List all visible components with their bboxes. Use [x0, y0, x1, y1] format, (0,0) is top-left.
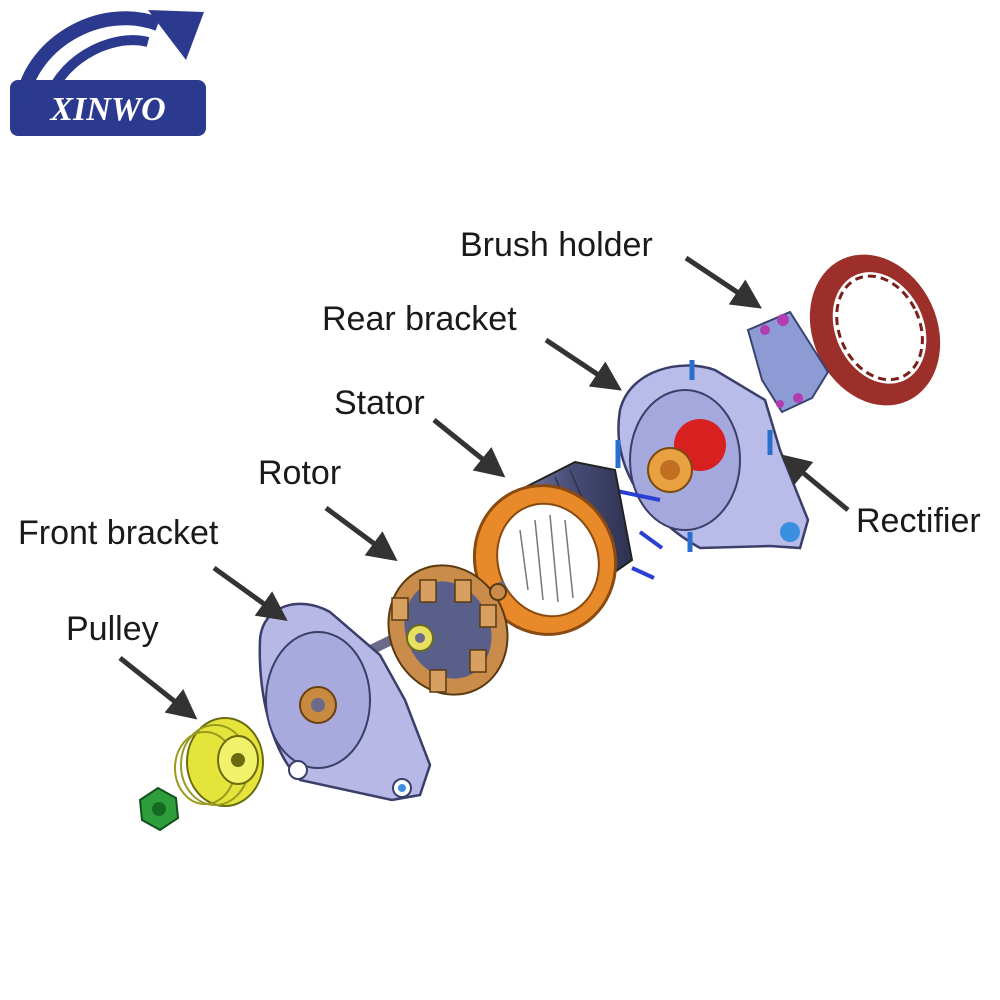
arrow-stator [432, 418, 506, 478]
arrow-brush-holder [684, 255, 762, 309]
rear-bracket [611, 360, 810, 580]
label-pulley: Pulley [66, 610, 159, 648]
front-bracket [258, 602, 432, 802]
stator [472, 460, 634, 636]
pulley [174, 717, 264, 807]
xinwo-logo: XINWO [10, 10, 206, 136]
rear-cover [809, 254, 941, 406]
logo-text: XINWO [49, 91, 165, 128]
arrow-front-bracket [212, 565, 288, 622]
rotor [347, 564, 509, 696]
label-front-bracket: Front bracket [18, 514, 219, 552]
arrow-pulley [118, 656, 198, 720]
label-rotor: Rotor [258, 454, 342, 492]
label-brush-holder: Brush holder [460, 226, 653, 264]
arrow-rear-bracket [544, 337, 622, 391]
label-rear-bracket: Rear bracket [322, 300, 517, 338]
arrow-rectifier [780, 454, 850, 512]
label-stator: Stator [334, 384, 425, 422]
nut [138, 786, 180, 832]
label-rectifier: Rectifier [856, 502, 981, 540]
brush-holder [746, 310, 830, 414]
leader-arrows [118, 255, 850, 720]
arrow-rotor [324, 505, 398, 562]
